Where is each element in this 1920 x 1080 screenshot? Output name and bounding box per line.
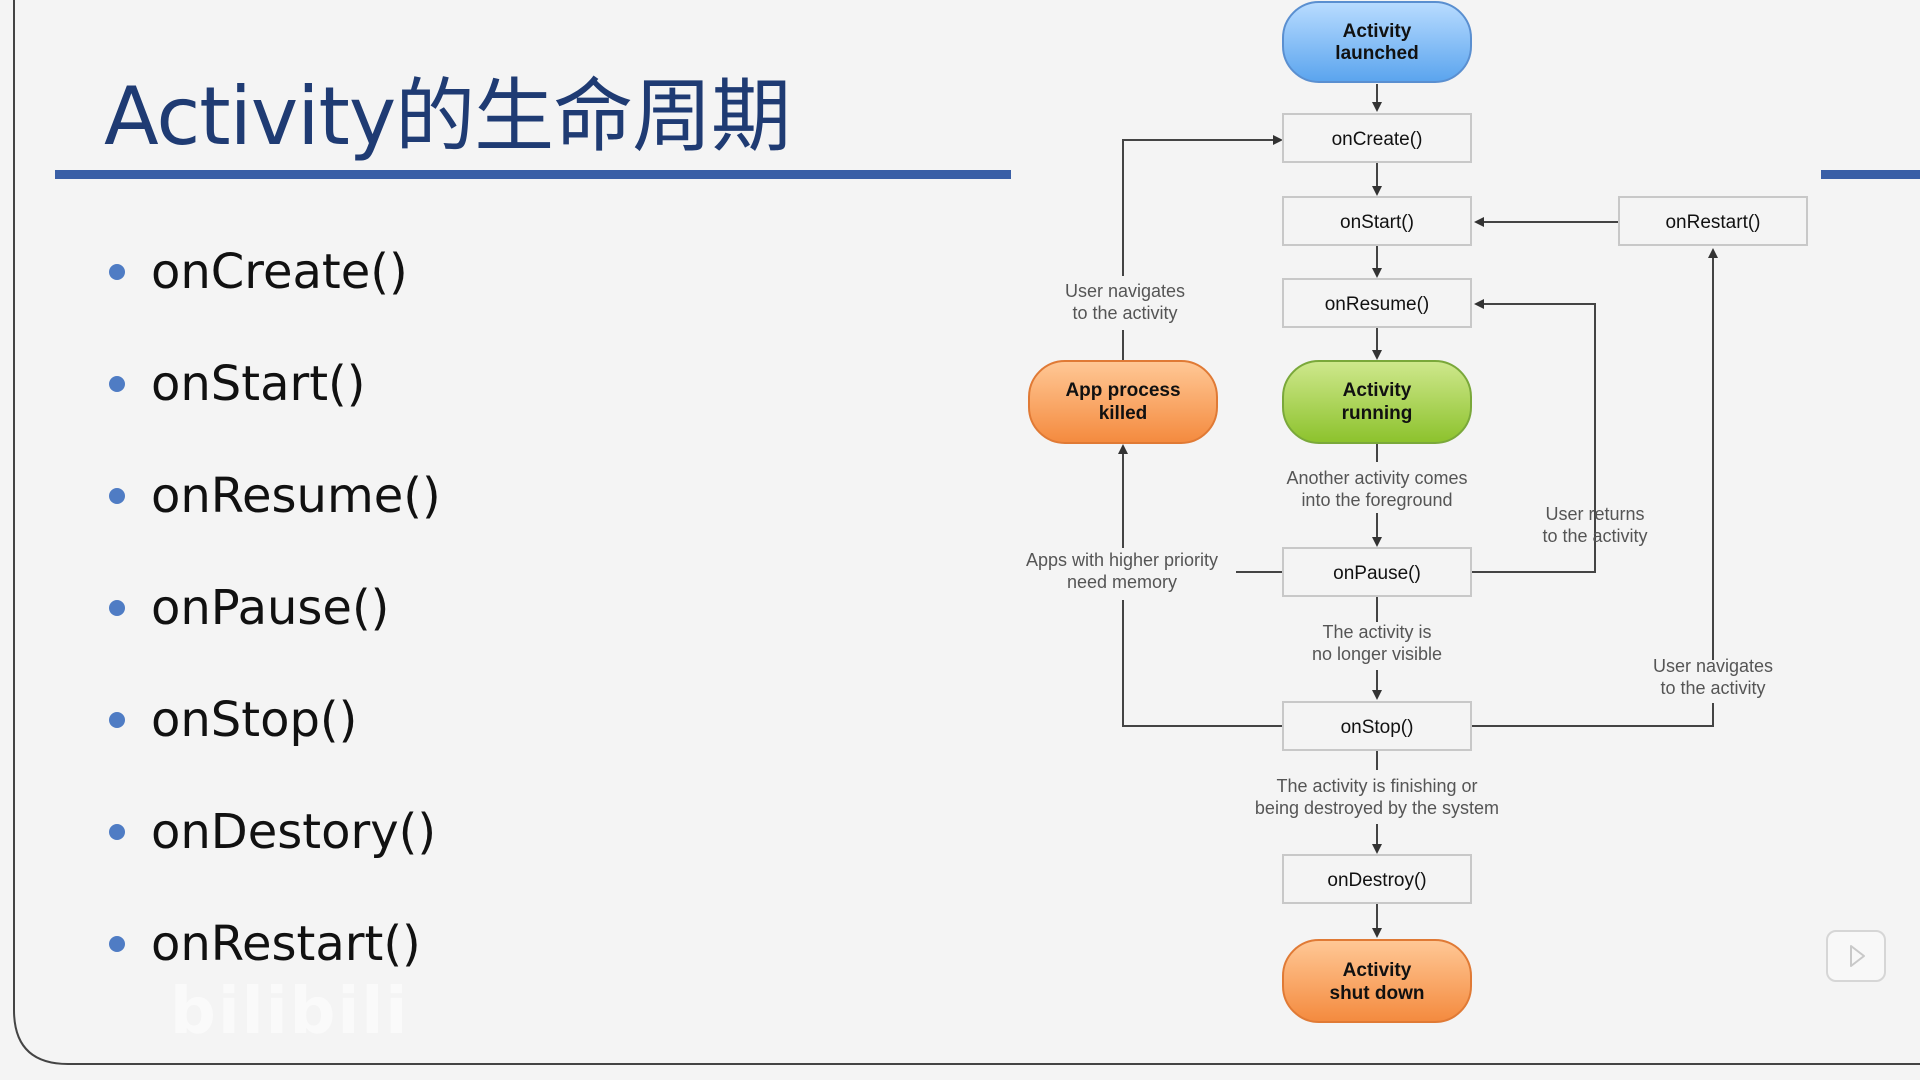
bullet-text: onStart() — [151, 356, 366, 412]
ondestroy-node: onDestroy() — [1282, 854, 1472, 904]
note-line: no longer visible — [1312, 644, 1442, 664]
note-user-navigates-right: User navigates to the activity — [1653, 656, 1773, 698]
note-line: to the activity — [1542, 526, 1647, 546]
note-line: Another activity comes — [1286, 468, 1467, 488]
bullet-dot — [109, 712, 125, 728]
note-line: into the foreground — [1301, 490, 1452, 510]
bullet-item: onResume() — [105, 464, 441, 576]
bullet-item: onDestory() — [105, 800, 441, 912]
title-rule — [55, 170, 1011, 179]
note-finishing: The activity is finishing or being destr… — [1255, 776, 1499, 818]
activity-running-node: Activity running — [1282, 360, 1472, 444]
node-label: Activity — [1343, 21, 1412, 42]
node-label: Activity — [1343, 380, 1412, 401]
note-line: User navigates — [1065, 281, 1185, 301]
node-label: Activity — [1343, 960, 1412, 981]
bullet-text: onResume() — [151, 468, 441, 524]
node-label: onRestart() — [1665, 212, 1760, 233]
note-line: User navigates — [1653, 656, 1773, 676]
page-title: Activity的生命周期 — [104, 70, 791, 163]
bullet-dot — [109, 936, 125, 952]
bullet-dot — [109, 376, 125, 392]
bullet-text: onCreate() — [151, 244, 408, 300]
note-user-returns: User returns to the activity — [1542, 504, 1647, 546]
oncreate-node: onCreate() — [1282, 113, 1472, 163]
app-process-killed-node: App process killed — [1028, 360, 1218, 444]
watermark-logo: bilibili — [170, 975, 410, 1049]
bullet-dot — [109, 264, 125, 280]
bullet-dot — [109, 824, 125, 840]
activity-shut-down-node: Activity shut down — [1282, 939, 1472, 1023]
play-button[interactable] — [1826, 930, 1886, 982]
note-line: need memory — [1067, 572, 1177, 592]
note-user-navigates-left: User navigates to the activity — [1065, 281, 1185, 323]
node-label: App process — [1065, 380, 1180, 401]
arrow — [1471, 703, 1714, 727]
note-no-longer-visible: The activity is no longer visible — [1312, 622, 1442, 664]
note-line: The activity is finishing or — [1276, 776, 1477, 796]
note-line: User returns — [1545, 504, 1644, 524]
bullet-item: onPause() — [105, 576, 441, 688]
arrow — [1470, 299, 1596, 573]
note-line: to the activity — [1072, 303, 1177, 323]
arrow — [1122, 600, 1283, 727]
node-label: onDestroy() — [1327, 870, 1426, 891]
title-rule-right — [1821, 170, 1920, 179]
onstop-node: onStop() — [1282, 701, 1472, 751]
bullet-text: onStop() — [151, 692, 358, 748]
note-line: Apps with higher priority — [1026, 550, 1218, 570]
note-line: The activity is — [1322, 622, 1431, 642]
onstart-node: onStart() — [1282, 196, 1472, 246]
bullet-text: onRestart() — [151, 916, 421, 972]
node-label: onResume() — [1325, 294, 1430, 315]
bullet-item: onRestart() — [105, 912, 441, 1024]
bullet-text: onDestory() — [151, 804, 437, 860]
arrow — [1122, 135, 1283, 276]
bullet-item: onStart() — [105, 352, 441, 464]
bullet-list: onCreate() onStart() onResume() onPause(… — [105, 240, 441, 1024]
bullet-item: onStop() — [105, 688, 441, 800]
note-line: being destroyed by the system — [1255, 798, 1499, 818]
onpause-node: onPause() — [1282, 547, 1472, 597]
node-label: killed — [1099, 403, 1148, 424]
node-label: launched — [1335, 43, 1418, 64]
node-label: onStart() — [1340, 212, 1414, 233]
connectors — [1118, 84, 1718, 938]
bullet-text: onPause() — [151, 580, 390, 636]
node-label: onPause() — [1333, 563, 1421, 584]
node-label: shut down — [1330, 983, 1425, 1004]
node-label: running — [1342, 403, 1413, 424]
note-higher-priority: Apps with higher priority need memory — [1026, 550, 1218, 592]
onresume-node: onResume() — [1282, 278, 1472, 328]
onrestart-node: onRestart() — [1618, 196, 1808, 246]
note-line: to the activity — [1660, 678, 1765, 698]
lifecycle-diagram: Activity launched onCreate() onStart() o… — [1026, 1, 1808, 1023]
node-label: onCreate() — [1332, 129, 1423, 150]
bullet-dot — [109, 600, 125, 616]
bullet-dot — [109, 488, 125, 504]
play-icon — [1850, 945, 1865, 967]
note-another-activity: Another activity comes into the foregrou… — [1286, 468, 1467, 510]
bullet-item: onCreate() — [105, 240, 441, 352]
activity-launched-node: Activity launched — [1282, 1, 1472, 83]
node-label: onStop() — [1341, 717, 1414, 738]
